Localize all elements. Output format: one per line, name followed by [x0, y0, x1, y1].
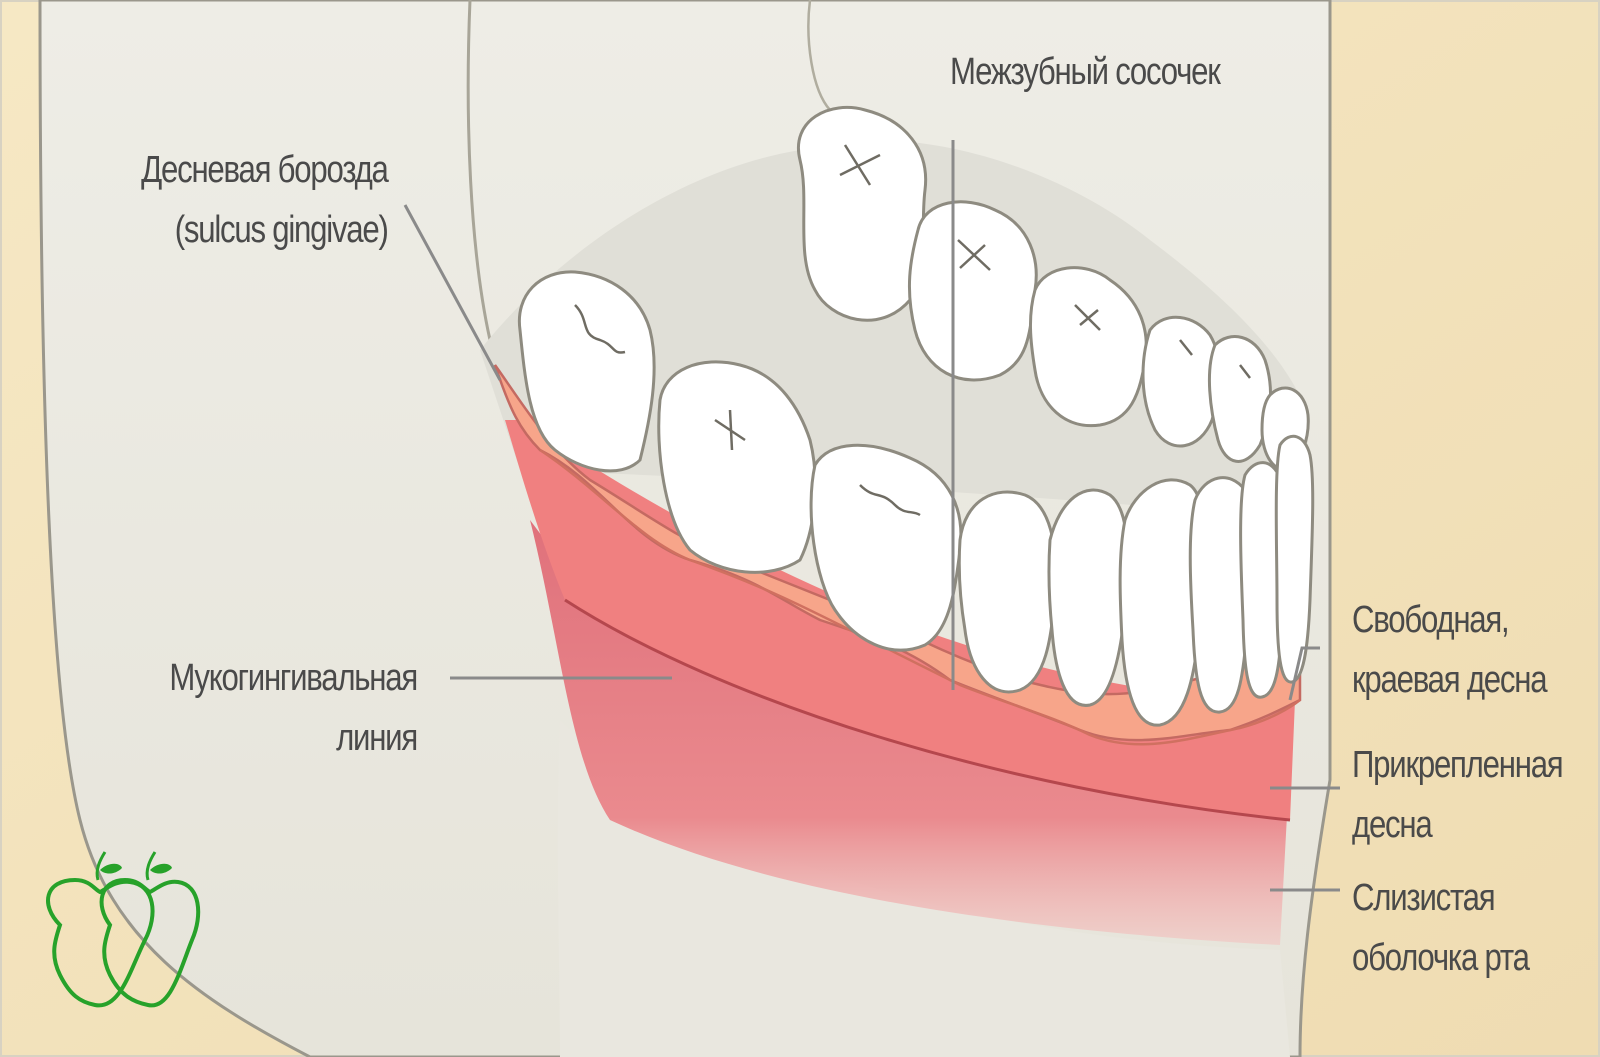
label-attached-gingiva-line1: Прикрепленная: [1352, 735, 1562, 795]
label-free-gingiva: Свободная, краевая десна: [1352, 590, 1546, 710]
label-free-gingiva-line1: Свободная,: [1352, 590, 1546, 650]
label-attached-gingiva: Прикрепленная десна: [1352, 735, 1562, 855]
label-gingival-sulcus: Десневая борозда (sulcus gingivae): [141, 140, 388, 260]
label-mucogingival-line: Мукогингивальная линия: [169, 648, 417, 768]
label-attached-gingiva-line2: десна: [1352, 795, 1562, 855]
label-interdental-papilla: Межзубный сосочек: [950, 42, 1220, 102]
label-oral-mucosa: Слизистая оболочка рта: [1352, 868, 1529, 988]
label-mucogingival-line1: Мукогингивальная: [169, 648, 417, 708]
label-gingival-sulcus-line1: Десневая борозда: [141, 140, 388, 200]
label-interdental-papilla-text: Межзубный сосочек: [950, 42, 1220, 102]
label-oral-mucosa-line2: оболочка рта: [1352, 928, 1529, 988]
label-gingival-sulcus-line2: (sulcus gingivae): [141, 200, 388, 260]
label-oral-mucosa-line1: Слизистая: [1352, 868, 1529, 928]
label-mucogingival-line2: линия: [169, 708, 417, 768]
label-free-gingiva-line2: краевая десна: [1352, 650, 1546, 710]
